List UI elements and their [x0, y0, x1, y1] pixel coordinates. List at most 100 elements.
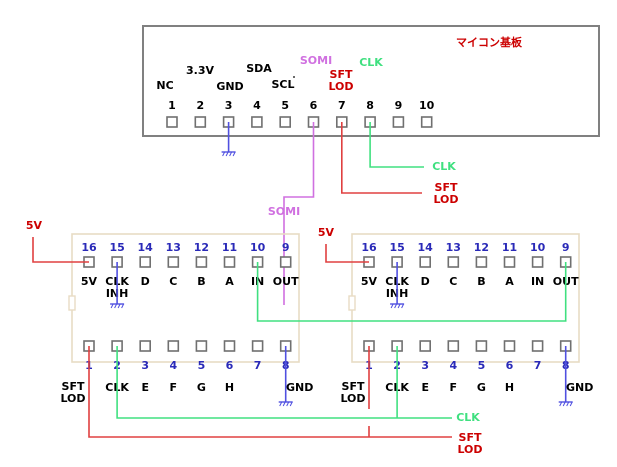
mcu-pin-number: 1: [168, 99, 176, 112]
chip-pin-label: H: [225, 381, 234, 394]
chip-1-pin-4: [167, 340, 180, 352]
chip-pin-label: IN: [531, 275, 544, 288]
chip-pin-label: F: [450, 381, 458, 394]
ground-hatch: [114, 303, 118, 309]
chip-pin-number: 15: [389, 241, 404, 254]
ground-hatch: [117, 303, 121, 309]
chip-2-pin-4: [447, 340, 460, 352]
chip-2-pin-11: [503, 256, 516, 268]
vcc-left-label: 5V: [26, 219, 43, 232]
ground-hatch: [289, 401, 293, 407]
mcu-pin-label: SCL: [271, 78, 294, 91]
chip-pin-number: 10: [530, 241, 546, 254]
chip-2-pin-5: [475, 340, 488, 352]
ground-hatch: [282, 401, 286, 407]
mcu-pin-number: 2: [196, 99, 204, 112]
mcu-pin-9: [392, 116, 405, 128]
chip-pin-label: A: [505, 275, 514, 288]
chip-pin-number: 7: [254, 359, 262, 372]
ground-symbol: [558, 401, 573, 407]
chip-pin-number: 5: [198, 359, 206, 372]
ground-symbol: [390, 303, 405, 309]
chip-pin-number: 7: [534, 359, 542, 372]
chip-notch: [348, 295, 356, 311]
ground-hatch: [229, 151, 233, 157]
ground-hatch: [232, 151, 236, 157]
mcu-pin-1: [166, 116, 178, 128]
chip-pin-number: 11: [502, 241, 517, 254]
chip-pin-number: 13: [166, 241, 181, 254]
ground-hatch: [569, 401, 573, 407]
mcu-pin-label: SOMI: [300, 54, 332, 67]
ground-hatch: [566, 401, 570, 407]
chip-pin-label: F: [170, 381, 178, 394]
chip-pin-number: 15: [109, 241, 124, 254]
chip-pin-label: 5V: [81, 275, 98, 288]
serial-chain-wire: [256, 262, 567, 322]
mcu-pin-4: [251, 116, 263, 128]
ground-hatch: [121, 303, 125, 309]
somi-net-label: SOMI: [268, 205, 300, 218]
vcc-right-label: 5V: [318, 226, 335, 239]
mcu-board-title: マイコン基板: [456, 35, 523, 49]
mcu-pin-label: CLK: [359, 56, 383, 69]
clk-lower-label: CLK: [456, 411, 480, 424]
ground-hatch: [222, 151, 226, 157]
chip-pin-number: 16: [81, 241, 97, 254]
chip-pin-number: 4: [449, 359, 457, 372]
chip-pin-label: G: [197, 381, 206, 394]
chip-1-pin-14: [139, 256, 151, 268]
chip-pin-label: B: [197, 275, 205, 288]
chip-2-pin-14: [419, 256, 432, 268]
chip-1-pin-12: [195, 256, 208, 268]
ground-hatch: [390, 303, 394, 309]
somi-wire: [283, 122, 315, 305]
ground-symbol: [110, 303, 125, 309]
chip-2-pin-6: [503, 340, 516, 352]
chip-pin-number: 6: [506, 359, 514, 372]
chip-2-pin-10: [531, 256, 544, 268]
chip-pin-label: D: [421, 275, 430, 288]
ground-hatch: [401, 303, 405, 309]
chip-pin-label: OUT: [273, 275, 299, 288]
ground-hatch: [562, 401, 566, 407]
chip-2-pin-7: [531, 340, 544, 352]
chip-pin-label: C: [169, 275, 177, 288]
chip-notch: [68, 295, 76, 311]
mcu-pin-number: 9: [395, 99, 403, 112]
chip-pin-number: 12: [194, 241, 209, 254]
chip-pin-label: G: [477, 381, 486, 394]
mcu-pin-number: 4: [253, 99, 261, 112]
chip-pin-label: GND: [286, 381, 313, 394]
chip-2-pin-13: [447, 256, 460, 268]
mcu-pin-number: 8: [366, 99, 374, 112]
chip-pin-number: 14: [138, 241, 154, 254]
chip-1-pin-5: [195, 340, 208, 352]
mcu-pin-label: NC: [156, 79, 173, 92]
chip-pin-label: D: [141, 275, 150, 288]
chip-pin-number: 3: [141, 359, 149, 372]
chip-pin-number: 11: [222, 241, 237, 254]
chip-pin-number: 14: [418, 241, 434, 254]
mcu-pin-label: GND: [216, 80, 243, 93]
chip-2-pin-3: [419, 340, 432, 352]
mcu-pin-5: [279, 116, 292, 128]
chip-pin-number: 10: [250, 241, 266, 254]
ground-hatch: [397, 303, 401, 309]
chip-pin-number: 4: [169, 359, 177, 372]
mcu-pin-number: 7: [338, 99, 346, 112]
chip-pin-label: A: [225, 275, 234, 288]
sftlod-upper-wire: [340, 122, 422, 194]
ground-symbol: [221, 151, 236, 157]
ground-hatch: [286, 401, 290, 407]
mcu-pin-number: 10: [419, 99, 435, 112]
chip-pin-number: 6: [226, 359, 234, 372]
ground-hatch: [394, 303, 398, 309]
chip-pin-label: H: [505, 381, 514, 394]
chip-1-pin-13: [167, 256, 180, 268]
